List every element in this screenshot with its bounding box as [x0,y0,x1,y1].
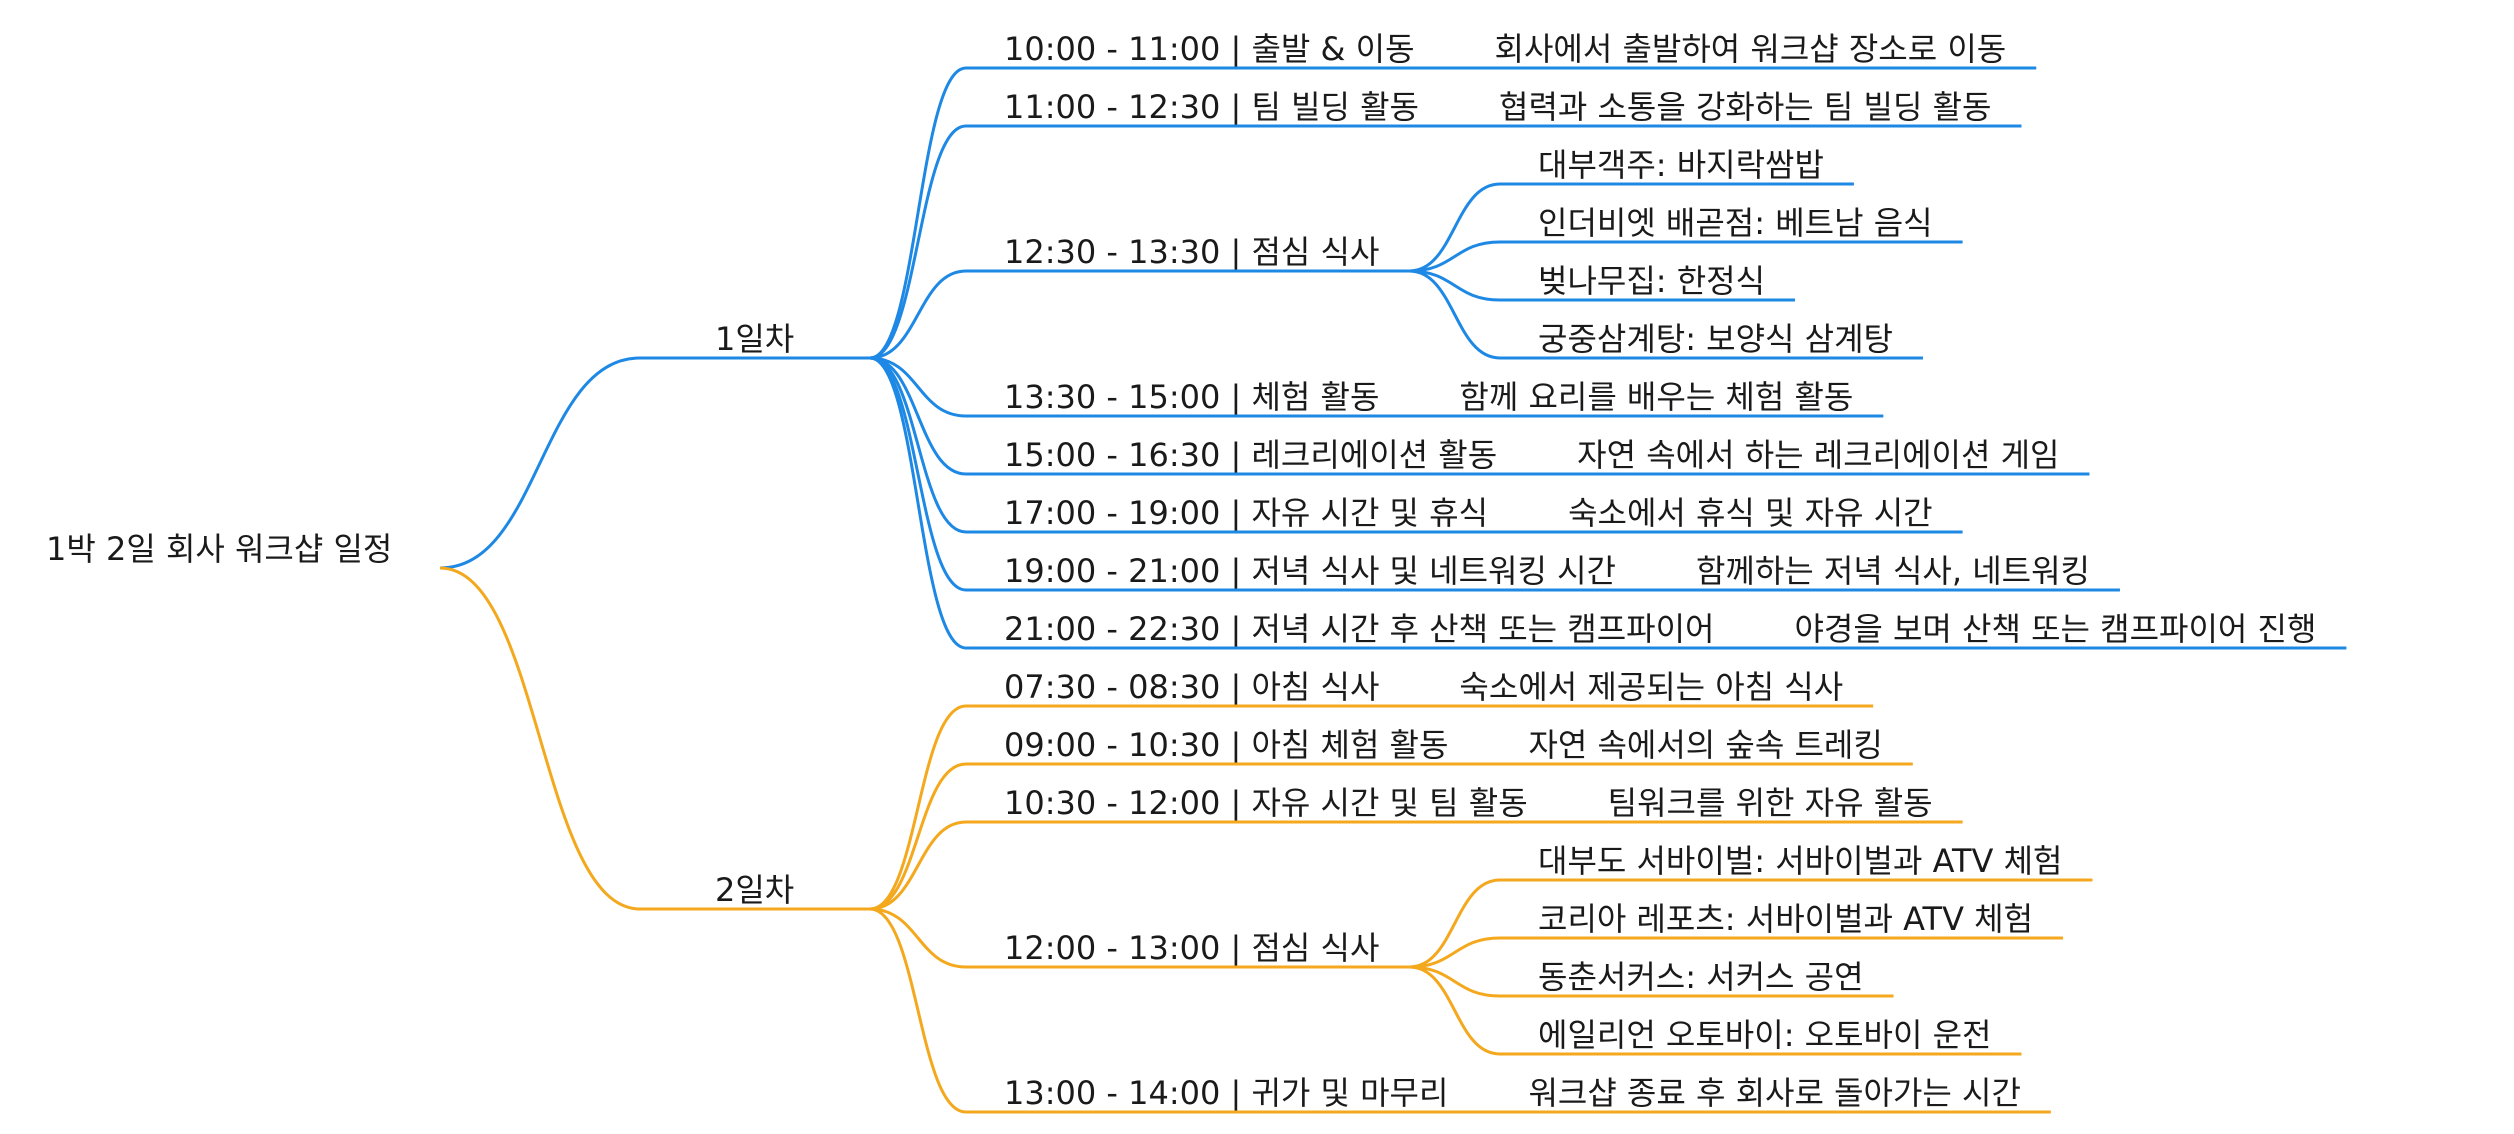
option-label: 코리아 레포츠: 서바이벌과 ATV 체험 [1538,900,2033,938]
schedule-item-label: 07:30 - 08:30 | 아침 식사 [1004,668,1379,706]
schedule-item-label: 15:00 - 16:30 | 레크리에이션 활동 [1004,436,1497,474]
schedule-item-label: 12:00 - 13:00 | 점심 식사 [1004,929,1379,967]
branch-day-to-item [869,356,967,534]
branch-day-to-item [869,762,967,911]
branch-item-to-option [1409,269,1501,302]
branch-day-to-item [869,356,967,418]
option-label: 에일리언 오토바이: 오토바이 운전 [1538,1016,1991,1054]
item-detail-label: 워크샵 종료 후 회사로 돌아가는 시간 [1528,1074,2020,1112]
branch-item-to-option [1409,269,1501,360]
item-detail-label: 자연 속에서 하는 레크리에이션 게임 [1577,436,2059,474]
schedule-item-label: 11:00 - 12:30 | 팀 빌딩 활동 [1004,88,1419,126]
branch-root-to-day [439,356,641,570]
branch-day-to-item [869,907,967,969]
item-detail-label: 함께 요리를 배우는 체험 활동 [1459,378,1853,416]
branch-day-to-item [869,124,967,360]
item-detail-label: 팀워크를 위한 자유 활동 [1608,784,1933,822]
branch-item-to-option [1409,965,1501,998]
schedule-item-label: 19:00 - 21:00 | 저녁 식사 및 네트워킹 시간 [1004,552,1616,590]
item-detail-label: 자연 속에서의 숲속 트레킹 [1528,726,1882,764]
schedule-item-label: 21:00 - 22:30 | 저녁 시간 후 산책 또는 캠프파이어 [1004,610,1714,648]
schedule-item-label: 13:30 - 15:00 | 체험 활동 [1004,378,1379,416]
branch-root-to-day [439,566,641,911]
schedule-item-label: 13:00 - 14:00 | 귀가 및 마무리 [1004,1074,1448,1112]
item-detail-label: 회사에서 출발하여 워크샵 장소로 이동 [1495,30,2007,68]
schedule-item-label: 12:30 - 13:30 | 점심 식사 [1004,233,1379,271]
item-detail-label: 함께하는 저녁 식사, 네트워킹 [1696,552,2090,590]
branch-item-to-option [1409,240,1501,273]
branch-day-to-item [869,704,967,911]
item-detail-label: 협력과 소통을 강화하는 팀 빌딩 활동 [1499,88,1991,126]
branch-day-to-item [869,356,967,476]
branch-day-to-item [869,66,967,360]
option-label: 동춘서커스: 서커스 공연 [1538,958,1864,996]
option-label: 대부도 서바이벌: 서바이벌과 ATV 체험 [1538,842,2062,880]
branch-day-to-item [869,269,967,360]
option-label: 대부객주: 바지락쌈밥 [1538,146,1824,184]
branch-day-to-item [869,820,967,911]
day-node-label: 2일차 [715,871,794,909]
option-label: 벚나무집: 한정식 [1538,262,1765,300]
schedule-item-label: 10:00 - 11:00 | 출발 & 이동 [1004,30,1415,68]
branch-item-to-option [1409,936,1501,969]
branch-item-to-option [1409,878,1501,969]
branch-item-to-option [1409,182,1501,273]
item-detail-label: 숙소에서 휴식 및 자유 시간 [1568,494,1933,532]
branch-day-to-item [869,907,967,1114]
schedule-item-label: 10:30 - 12:00 | 자유 시간 및 팀 활동 [1004,784,1528,822]
item-detail-label: 숙소에서 제공되는 아침 식사 [1459,668,1843,706]
schedule-item-label: 17:00 - 19:00 | 자유 시간 및 휴식 [1004,494,1488,532]
option-label: 인더비엣 배곧점: 베트남 음식 [1538,204,1933,242]
day-node-label: 1일차 [715,320,794,358]
item-detail-label: 야경을 보며 산책 또는 캠프파이어 진행 [1794,610,2316,648]
branch-day-to-item [869,356,967,592]
branch-item-to-option [1409,965,1501,1056]
schedule-item-label: 09:00 - 10:30 | 아침 체험 활동 [1004,726,1448,764]
root-node-label: 1박 2일 회사 워크샵 일정 [46,530,392,568]
option-label: 궁중삼계탕: 보양식 삼계탕 [1538,320,1893,358]
branch-day-to-item [869,356,967,650]
